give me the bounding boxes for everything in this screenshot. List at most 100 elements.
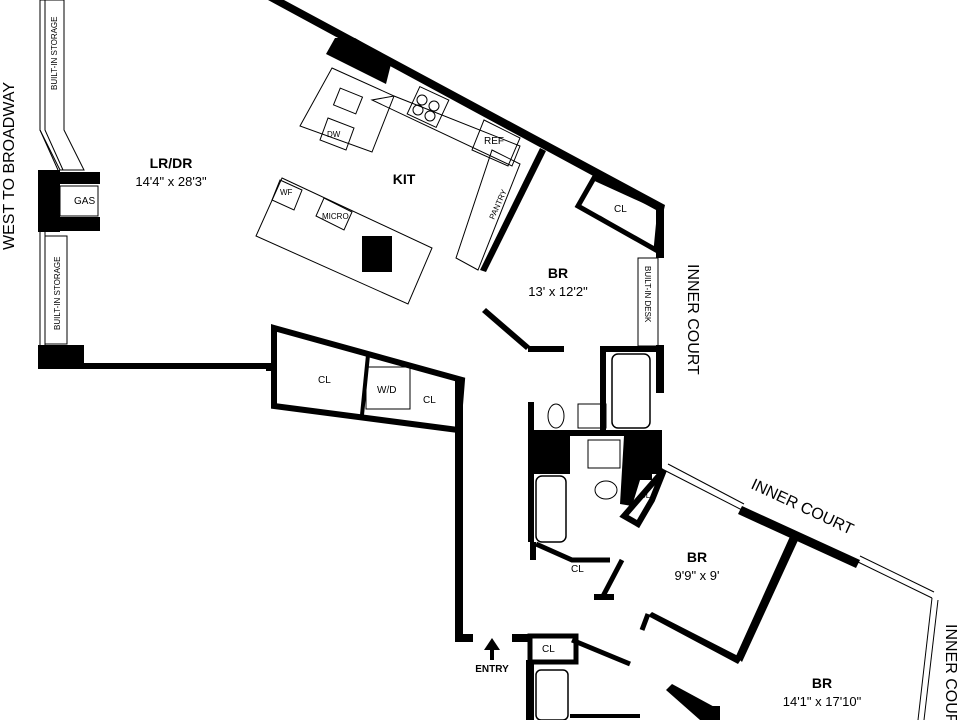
toilet-2 [594,480,618,500]
wall-lrdr-bottom [84,363,274,369]
pantry [455,149,521,271]
wall-entry-diag [571,637,631,667]
burner-icon [428,100,440,112]
window-court-2b [859,555,935,593]
closet-top-door [599,215,637,239]
column [362,236,392,272]
door-br1 [482,308,530,350]
label-lrdr-dims: 14'4" x 28'3" [135,174,207,189]
wall-br1-bottom [528,346,564,352]
label-entry: ENTRY [475,664,509,675]
window-court-3 [917,597,933,720]
sink-1 [577,403,607,429]
dishwasher [319,117,355,151]
bath-dark-block [534,436,570,474]
closet-br2-stub [594,594,614,600]
wall-corridor-left [455,380,463,642]
microwave [315,197,353,231]
fireplace-gas [59,185,99,217]
label-micro: MICRO [322,212,349,221]
bath3-line [570,714,640,718]
built-in-storage-top [39,0,85,171]
wall-right-bath [652,430,662,474]
window-left-top2 [44,0,64,171]
window-court-1b [667,463,745,505]
burner-icon [412,104,424,116]
wall-br1-left [480,148,546,272]
sink-2 [587,439,621,469]
label-gas: GAS [74,196,95,207]
closet-br2 [534,541,610,563]
label-lrdr-name: LR/DR [150,155,193,171]
wall-entry-right [512,634,530,642]
tub-3 [535,669,569,720]
sink-icon [332,87,364,115]
window-court-3b [923,599,939,720]
wall-br2-right [736,532,800,662]
label-inner-court-2: INNER COURT [748,476,856,538]
window-court-2 [857,561,933,599]
tub-1 [611,353,651,429]
wall-column [326,38,392,84]
closet-divider [360,354,370,416]
fireplace-hearth2 [60,217,100,231]
toilet-1 [547,403,565,429]
wall-left-fireplace [38,170,60,232]
closet-top [574,174,663,255]
burner-icon [416,94,428,106]
kitchen-island [255,177,433,305]
label-cl-wd: CL [423,395,436,406]
label-built-in-storage-bottom: BUILT-IN STORAGE [53,257,62,331]
label-cl-small: CL [640,491,651,500]
label-built-in-desk: BUILT-IN DESK [643,266,652,323]
wall-entry-lower [526,660,534,720]
label-ref: REF [484,136,504,147]
closet-entry [527,633,579,665]
wall-bath1-left [528,402,534,542]
wine-fridge [271,179,303,211]
wd-unit [365,366,411,410]
label-br3-name: BR [812,675,832,691]
cooktop [406,85,450,129]
wall-left-corner [38,345,84,369]
label-br2-dims: 9'9" x 9' [675,568,720,583]
fireplace-hearth [60,172,100,184]
label-pantry: PANTRY [488,188,509,221]
wall-closet-stub [266,363,276,371]
label-wf: WF [280,188,293,197]
wall-bath2-bottom [530,542,536,560]
tub-2 [535,475,567,543]
built-in-storage-bottom [44,235,68,345]
label-dw: DW [327,130,341,139]
label-cl-br2: CL [571,564,584,575]
wall-br2-bottom-stub [639,613,651,631]
wall-br3-block [706,706,720,720]
wall-br2-bottom [648,612,742,664]
entry-arrow-icon [484,638,500,660]
burner-icon [424,110,436,122]
closet-small [619,468,667,529]
label-cl-left: CL [318,375,331,386]
label-wd: W/D [377,385,396,396]
window-court-1 [663,469,743,511]
label-br2-name: BR [687,549,707,565]
label-built-in-storage-top: BUILT-IN STORAGE [50,17,59,91]
wall-right-br1b [656,345,664,393]
wall-bath1-vert [600,346,606,432]
bath2-dark [620,436,652,506]
label-br3-dims: 14'1" x 17'10" [783,694,862,709]
label-west-to-broadway: WEST TO BROADWAY [1,82,18,250]
closet-br2-door [599,558,625,600]
kitchen-counter-left [299,67,395,153]
label-cl-top: CL [614,204,627,215]
label-kit: KIT [393,171,416,187]
wall-entry-left [455,634,473,642]
label-br1-dims: 13' x 12'2" [528,284,588,299]
label-br1-name: BR [548,265,568,281]
label-inner-court-1: INNER COURT [684,264,701,375]
closet-cl-wd [271,324,466,434]
label-inner-court-3: INNER COURT [942,624,959,720]
refrigerator [471,119,521,167]
wall-bath1-mid [528,430,654,436]
